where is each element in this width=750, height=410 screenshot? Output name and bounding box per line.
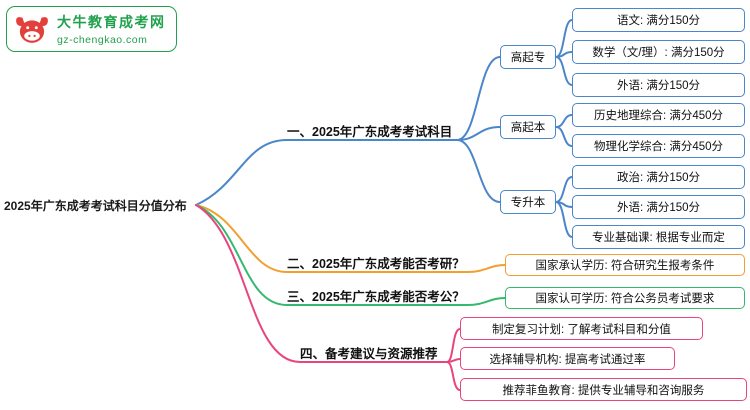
branch-3-wires [195, 204, 506, 306]
branch-2-wires [195, 204, 506, 273]
leaf-study-plan: 制定复习计划: 了解考试科目和分值 [460, 317, 703, 340]
leaf-chinese-score: 语文: 满分150分 [572, 8, 745, 32]
leaf-postgraduate-eligibility: 国家承认学历: 符合研究生报考条件 [505, 254, 745, 276]
leaf-politics-score: 政治: 满分150分 [572, 165, 745, 189]
leaf-tutoring-agency: 选择辅导机构: 提高考试通过率 [460, 347, 675, 370]
leaf-math-score: 数学（文/理）: 满分150分 [572, 40, 745, 64]
logo-text: 大牛教育成考网 gz-chengkao.com [57, 12, 166, 46]
leaf-recommendation: 推荐菲鱼教育: 提供专业辅导和咨询服务 [460, 378, 747, 401]
leaf-history-geography: 历史地理综合: 满分450分 [572, 103, 745, 127]
branch-1-label: 一、2025年广东成考考试科目 [287, 125, 453, 139]
child-zhuanshengben: 专升本 [500, 190, 556, 214]
leaf-civil-service-eligibility: 国家认可学历: 符合公务员考试要求 [505, 287, 745, 309]
site-logo: 大牛教育成考网 gz-chengkao.com [6, 6, 177, 52]
branch-1-wires [195, 19, 573, 238]
leaf-english-score-2: 外语: 满分150分 [572, 195, 745, 219]
child-gaoqiben: 高起本 [500, 115, 556, 139]
site-name: 大牛教育成考网 [57, 14, 166, 30]
branch-2-label: 二、2025年广东成考能否考研？ [287, 257, 465, 271]
branch-3-label: 三、2025年广东成考能否考公？ [287, 290, 465, 304]
leaf-major-basic-course: 专业基础课: 根据专业而定 [572, 225, 745, 249]
branch-4-wires [195, 204, 461, 391]
child-gaoqizhuan: 高起专 [500, 45, 556, 69]
leaf-english-score-1: 外语: 满分150分 [572, 73, 745, 97]
leaf-physics-chemistry: 物理化学综合: 满分450分 [572, 134, 745, 158]
branch-4-label: 四、备考建议与资源推荐 [300, 347, 438, 361]
bull-icon [16, 17, 48, 43]
site-url: gz-chengkao.com [57, 34, 148, 46]
root-topic: 2025年广东成考考试科目分值分布 [4, 199, 187, 213]
